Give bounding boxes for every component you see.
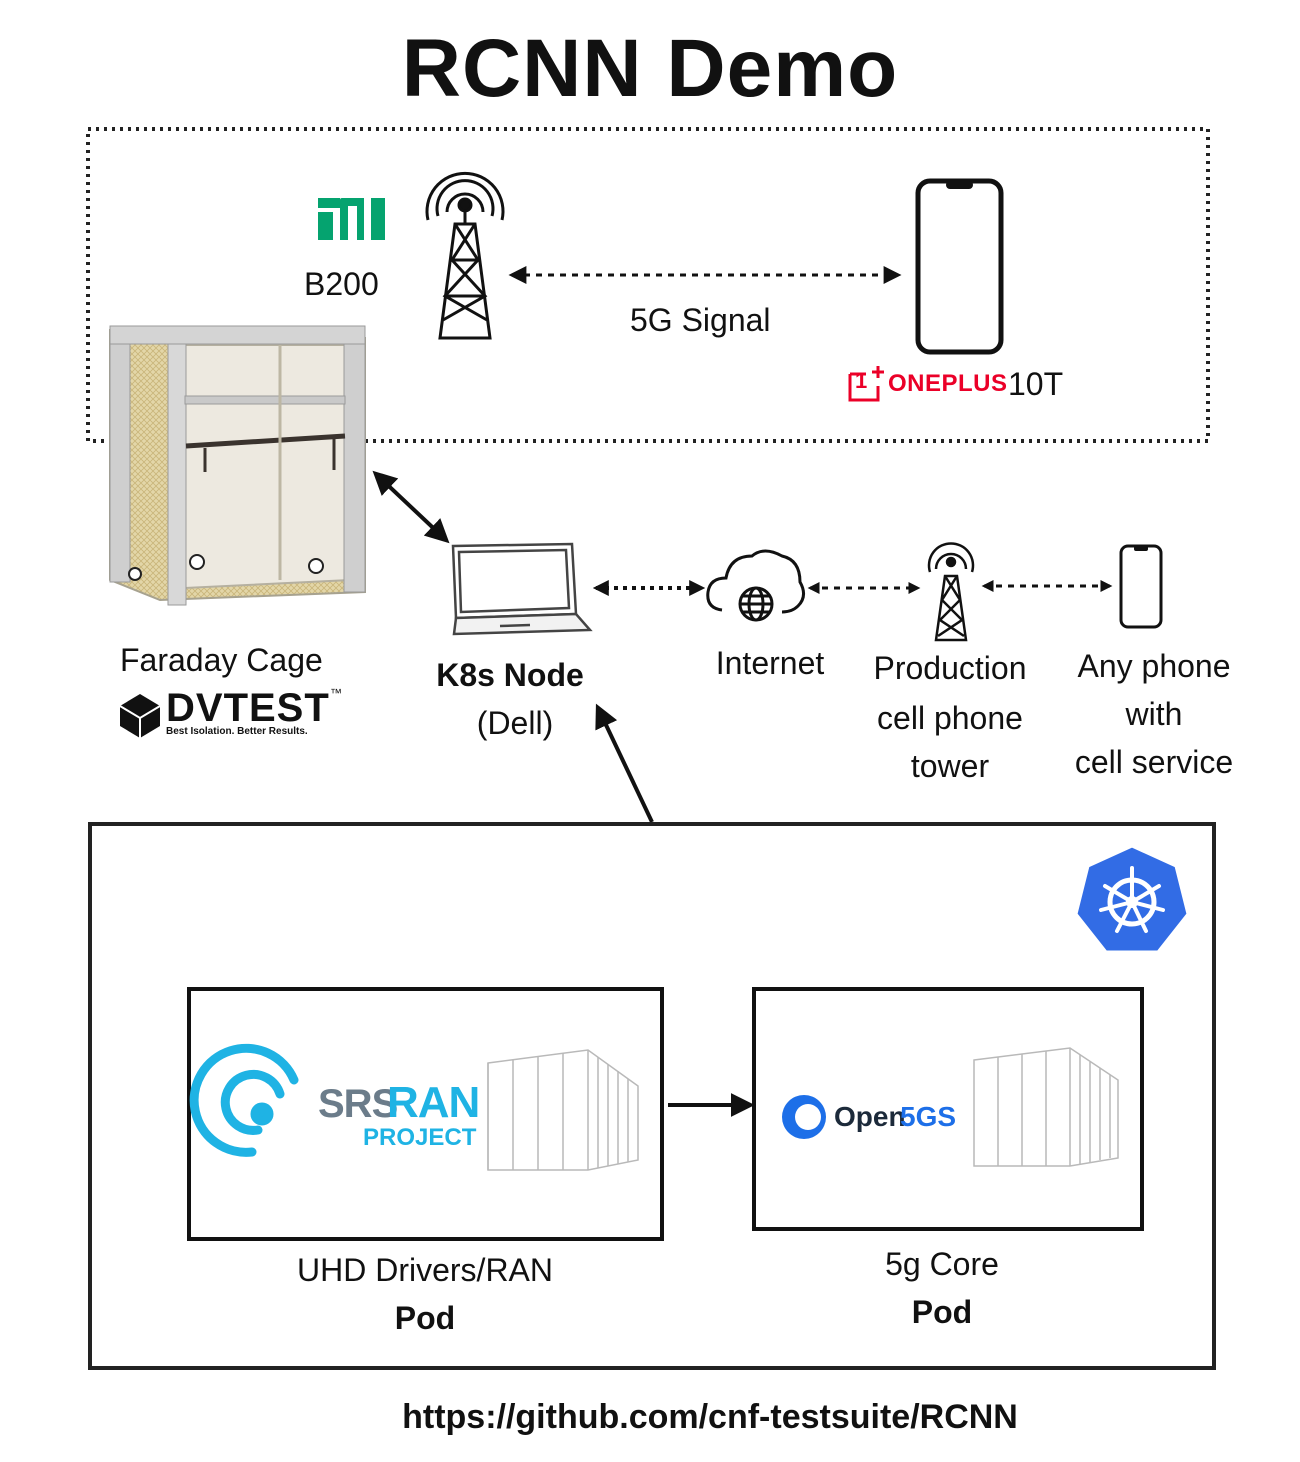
page-title: RCNN Demo <box>401 23 899 114</box>
pod1-kind: Pod <box>394 1300 456 1336</box>
phone-label-line2: with <box>1125 696 1183 732</box>
pod1-name: UHD Drivers/RAN <box>297 1252 553 1288</box>
srsran-logo-icon <box>189 1043 299 1157</box>
srs-project: PROJECT <box>363 1124 477 1151</box>
phone-label-line3: cell service <box>1074 744 1234 780</box>
oneplus-logo-icon <box>848 366 884 402</box>
pod2-kind: Pod <box>911 1294 973 1330</box>
phone-label-line1: Any phone <box>1077 648 1231 684</box>
cloud-globe-icon <box>706 549 805 622</box>
open5gs-logo-icon <box>782 1095 826 1139</box>
ni-logo-icon <box>318 198 385 240</box>
cell-tower-icon <box>425 171 505 340</box>
dvtest-trademark: ™ <box>330 686 342 700</box>
srs-brand: SRS <box>318 1082 398 1126</box>
smartphone-icon <box>915 178 1004 355</box>
dvtest-brand: DVTEST <box>166 686 330 730</box>
repo-url[interactable]: https://github.com/cnf-testsuite/RCNN <box>402 1398 1018 1436</box>
signal-label: 5G Signal <box>630 302 771 338</box>
oneplus-mark: 1 <box>855 368 868 393</box>
tower-label-line1: Production <box>873 650 1027 686</box>
cage-node-arrow <box>372 470 450 544</box>
container-icon <box>487 1049 639 1171</box>
open5gs-5gs: 5GS <box>900 1101 957 1132</box>
srs-ran: RAN <box>387 1078 480 1127</box>
ran-pod-box <box>187 987 664 1241</box>
k8s-node-sublabel: (Dell) <box>476 705 554 741</box>
tower-label-line3: tower <box>910 748 990 784</box>
b200-label: B200 <box>304 266 379 302</box>
rf-area-boundary <box>86 127 1210 443</box>
k8s-node-label: K8s Node <box>436 657 584 693</box>
pod2-name: 5g Core <box>885 1246 999 1282</box>
faraday-label: Faraday Cage <box>120 642 323 678</box>
oneplus-model: 10T <box>1008 366 1064 402</box>
k8s-cluster-box <box>88 822 1216 1370</box>
oneplus-brand: ONEPLUS <box>888 370 1008 397</box>
faraday-cage-icon <box>109 325 366 606</box>
internet-label: Internet <box>715 645 825 681</box>
cluster-node-arrow <box>595 703 654 823</box>
core-pod-box <box>752 987 1144 1231</box>
open5gs-open: Open <box>834 1101 906 1132</box>
dvtest-tagline: Best Isolation. Better Results. <box>166 726 308 737</box>
smartphone-icon <box>1119 544 1163 629</box>
tower-label-line2: cell phone <box>877 700 1023 736</box>
laptop-icon <box>451 542 593 636</box>
container-icon <box>973 1047 1119 1167</box>
kubernetes-icon <box>1074 844 1190 954</box>
dvtest-logo-icon <box>119 694 161 738</box>
cell-tower-icon <box>927 542 975 642</box>
